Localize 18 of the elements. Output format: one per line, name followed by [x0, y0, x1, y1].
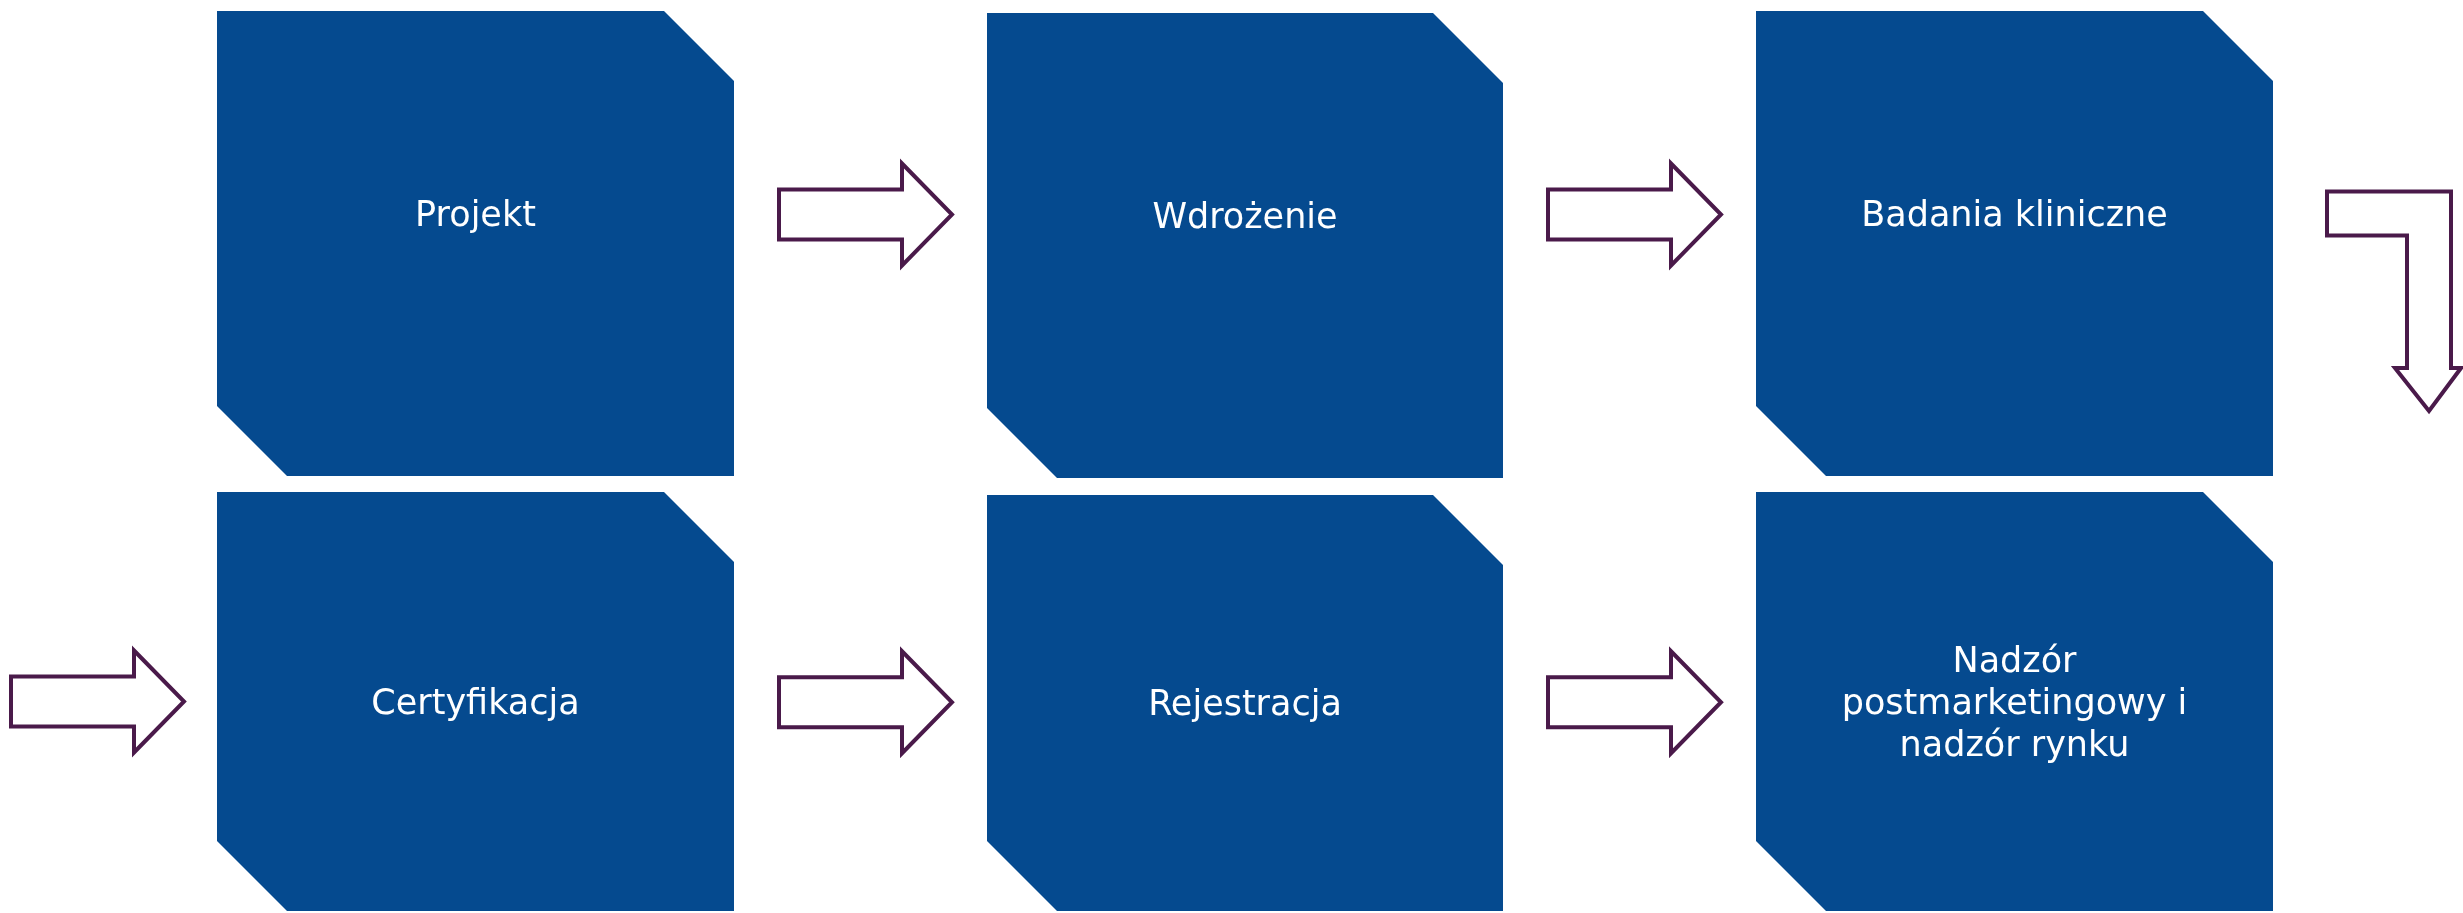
process-box — [1756, 492, 2273, 911]
step-label: Badania kliniczne — [1860, 192, 2169, 235]
block-arrow — [777, 646, 955, 759]
step-label: Projekt — [414, 192, 537, 235]
block-arrow — [1546, 646, 1724, 759]
process-box — [987, 495, 1503, 911]
step-label: Nadzór postmarketingowy i nadzór rynku — [1840, 638, 2189, 765]
step-label: Rejestracja — [1147, 682, 1343, 724]
step-label: Wdrożenie — [1151, 194, 1339, 237]
process-box — [1756, 11, 2273, 476]
block-arrow — [9, 645, 187, 758]
process-box — [217, 492, 734, 911]
block-arrow — [1546, 158, 1724, 271]
step-label: Certyfikacja — [370, 680, 581, 723]
block-arrow — [777, 158, 955, 271]
block-arrow — [2325, 189, 2463, 415]
process-box — [217, 11, 734, 476]
process-box — [987, 13, 1503, 478]
